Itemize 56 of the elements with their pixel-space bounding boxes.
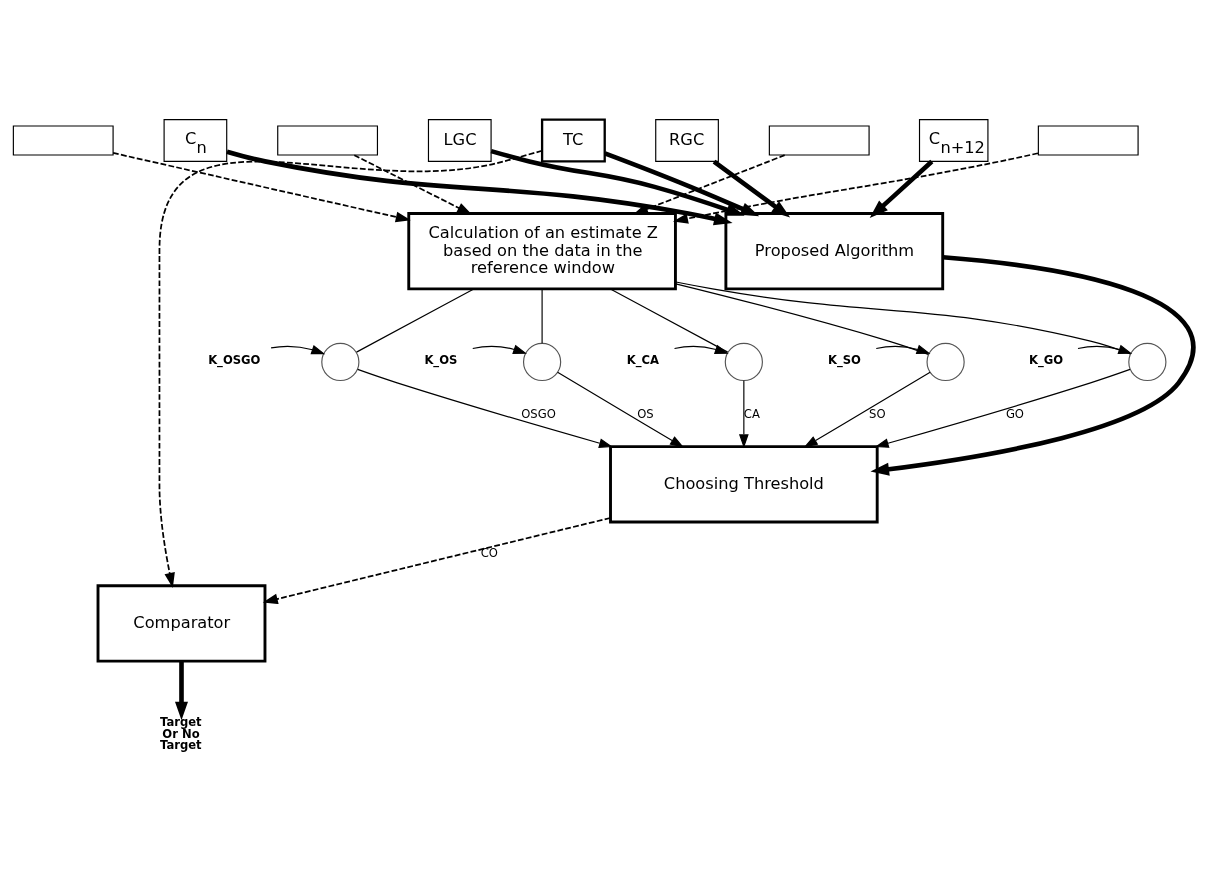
connector <box>541 288 543 344</box>
node-box <box>1037 125 1139 156</box>
arrow <box>875 344 931 354</box>
arrow <box>869 159 934 218</box>
edge-label: OS <box>637 406 654 421</box>
arrow <box>604 151 760 217</box>
edge-label: OSGO <box>521 406 556 421</box>
node-box: Choosing Threshold <box>609 445 879 524</box>
node-circle <box>926 342 965 382</box>
node-circle <box>724 342 763 382</box>
node-text: K_CA <box>626 352 659 367</box>
node-box <box>768 125 870 156</box>
arrow <box>262 517 612 605</box>
node-box: TC <box>540 118 606 163</box>
node-text: K_OS <box>424 352 458 367</box>
edge-label: CO <box>480 545 498 560</box>
arrow <box>175 661 188 721</box>
arrow <box>672 152 1039 224</box>
arrow <box>357 368 613 448</box>
arrow <box>633 154 786 215</box>
arrow <box>803 371 931 448</box>
arrow <box>738 380 749 449</box>
arrow <box>673 344 729 354</box>
connector <box>355 288 475 353</box>
arrow <box>353 154 473 215</box>
arrow <box>270 345 326 355</box>
node-box: Comparator <box>96 584 267 663</box>
edge-label: CA <box>743 406 760 421</box>
node-box: Calculation of an estimate Z based on the data in the reference window <box>407 212 677 291</box>
arrow <box>557 371 684 448</box>
arrow <box>226 149 733 226</box>
node-box <box>12 125 114 156</box>
arrow <box>1077 344 1133 354</box>
connector <box>675 283 929 355</box>
edge-label: GO <box>1005 406 1024 421</box>
arrow <box>472 344 527 354</box>
arrow <box>112 152 411 223</box>
node-box <box>277 125 379 156</box>
arrow <box>870 254 1196 476</box>
node-text: K_GO <box>1029 352 1064 367</box>
node-box: LGC <box>427 119 492 162</box>
node-circle <box>321 342 360 382</box>
node-box: RGC <box>655 119 719 162</box>
node-circle <box>1128 342 1167 382</box>
connector <box>609 288 729 353</box>
edge-label: SO <box>869 406 886 421</box>
node-box: Proposed Algorithm <box>724 212 945 291</box>
connector <box>675 281 1131 355</box>
node-text: Target Or No Target <box>160 715 202 753</box>
arrow <box>490 148 745 216</box>
node-circle <box>522 342 562 382</box>
arrow <box>712 159 791 218</box>
node-text: K_SO <box>827 352 861 367</box>
arrow <box>158 149 543 588</box>
arrow <box>874 368 1131 448</box>
node-text: K_OSGO <box>208 352 261 367</box>
